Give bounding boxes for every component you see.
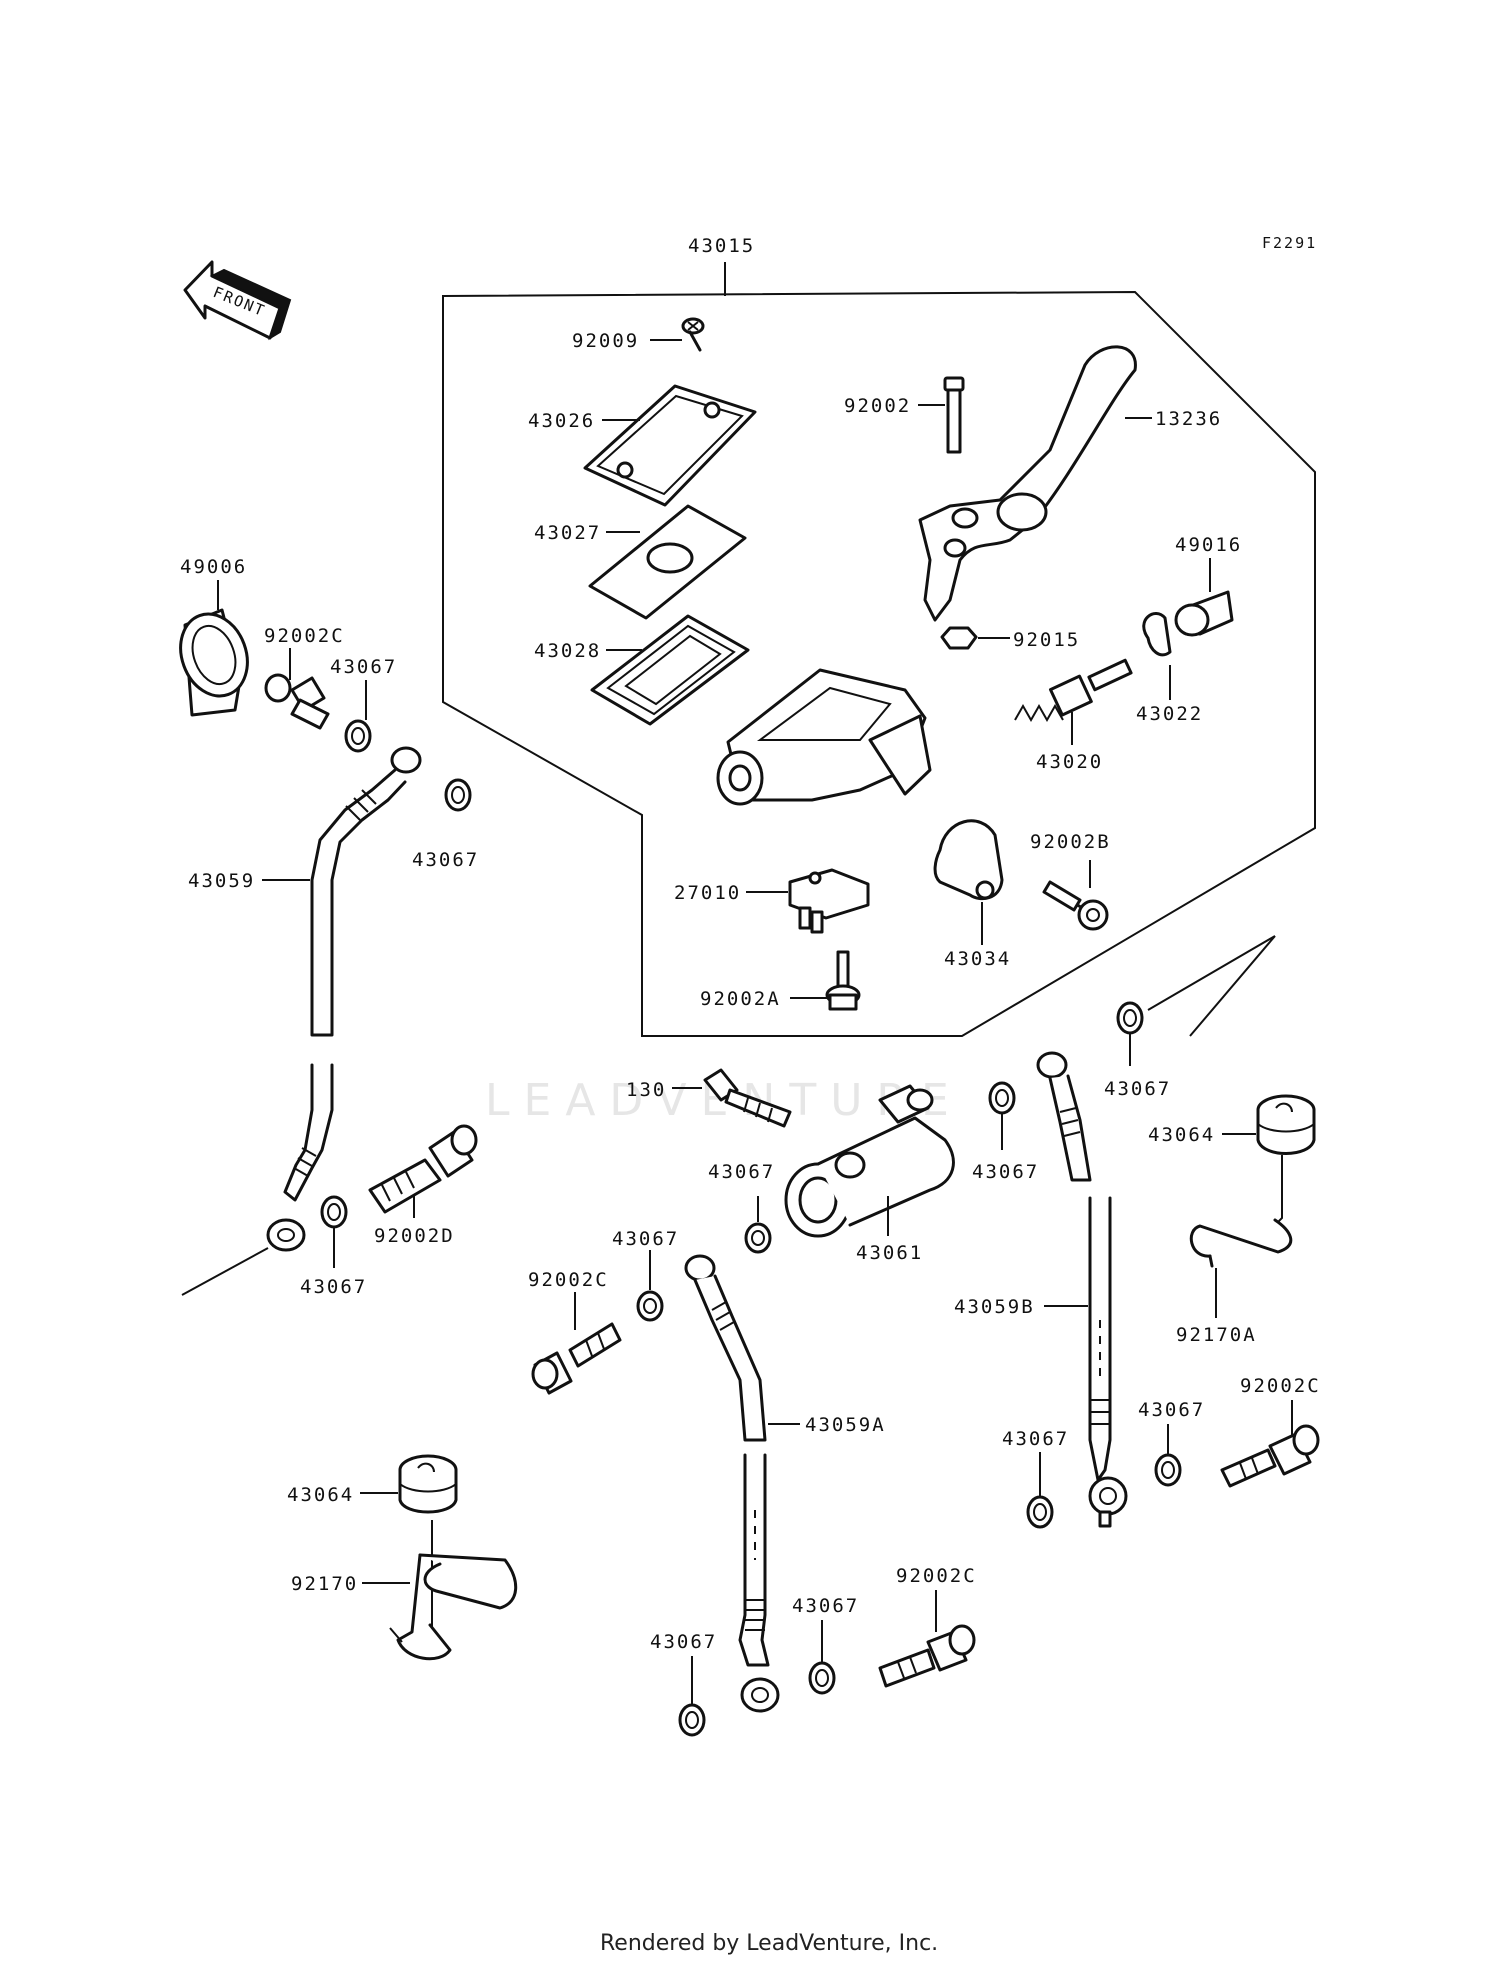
washer-43067-d <box>988 1081 1016 1115</box>
label-43022: 43022 <box>1136 703 1203 725</box>
label-92002C-b: 92002C <box>528 1269 609 1291</box>
screw-92002A <box>825 950 861 1011</box>
label-92015: 92015 <box>1013 629 1080 651</box>
banjo-bolt-92002C-right <box>1220 1424 1320 1488</box>
brake-lever-13236 <box>918 345 1137 622</box>
label-92002A: 92002A <box>700 988 781 1010</box>
boot-49006 <box>179 608 249 717</box>
clip-92170A <box>1189 1155 1293 1268</box>
bolt-92002D <box>368 1124 478 1214</box>
label-27010: 27010 <box>674 882 741 904</box>
label-92002C-a: 92002C <box>264 625 345 647</box>
label-43027: 43027 <box>534 522 601 544</box>
pivot-bolt-92002 <box>943 376 965 454</box>
brake-switch-27010 <box>788 868 870 934</box>
label-43067-c: 43067 <box>1104 1078 1171 1100</box>
label-130: 130 <box>626 1079 666 1101</box>
front-arrow-icon: FRONT <box>183 260 292 341</box>
label-92170A: 92170A <box>1176 1324 1257 1346</box>
label-43059: 43059 <box>188 870 255 892</box>
washer-43067-f <box>744 1222 772 1254</box>
grommet-43064-upper <box>1256 1094 1316 1155</box>
clip-92170 <box>389 1520 518 1661</box>
label-49016: 49016 <box>1175 534 1242 556</box>
label-92002C-d: 92002C <box>896 1565 977 1587</box>
label-43067-g: 43067 <box>300 1276 367 1298</box>
label-43015: 43015 <box>688 235 755 257</box>
brake-hose-43059 <box>266 746 422 1252</box>
label-92002C-c: 92002C <box>1240 1375 1321 1397</box>
reservoir-cap-43026 <box>583 384 757 507</box>
washer-43067-k <box>678 1703 706 1737</box>
nut-92015 <box>940 626 978 650</box>
washer-43067-b <box>444 778 472 812</box>
label-43067-i: 43067 <box>1002 1428 1069 1450</box>
screw-92009 <box>681 317 705 352</box>
label-13236: 13236 <box>1155 408 1222 430</box>
bolt-130 <box>703 1068 792 1128</box>
label-43067-k: 43067 <box>650 1631 717 1653</box>
clamp-43034 <box>933 819 1004 901</box>
banjo-bolt-92002C-lower <box>878 1624 976 1688</box>
label-92009: 92009 <box>572 330 639 352</box>
label-43034: 43034 <box>944 948 1011 970</box>
label-43061: 43061 <box>856 1242 923 1264</box>
footer-credit: Rendered by LeadVenture, Inc. <box>600 1931 938 1956</box>
washer-43067-g <box>636 1290 664 1322</box>
label-43059A: 43059A <box>805 1414 886 1436</box>
label-43067-e: 43067 <box>708 1161 775 1183</box>
washer-43067-i <box>1026 1495 1054 1529</box>
washer-43067-h <box>1154 1453 1182 1487</box>
label-43067-a: 43067 <box>330 656 397 678</box>
washer-43067-e <box>1116 1001 1144 1035</box>
label-43067-j: 43067 <box>792 1595 859 1617</box>
label-92170: 92170 <box>291 1573 358 1595</box>
label-43067-h: 43067 <box>1138 1399 1205 1421</box>
label-43064-b: 43064 <box>287 1484 354 1506</box>
label-43067-b: 43067 <box>412 849 479 871</box>
label-43064-a: 43064 <box>1148 1124 1215 1146</box>
piston-43020 <box>1014 658 1133 723</box>
diaphragm-43028 <box>590 614 750 726</box>
bolt-92002B <box>1042 880 1109 931</box>
label-43059B: 43059B <box>954 1296 1035 1318</box>
label-92002: 92002 <box>844 395 911 417</box>
washer-43067-a <box>344 719 372 753</box>
washer-43067-j <box>808 1661 836 1695</box>
kit-43015-outline <box>442 290 1316 1037</box>
label-49006: 49006 <box>180 556 247 578</box>
label-92002B: 92002B <box>1030 831 1111 853</box>
brake-hose-43059B <box>1036 1051 1128 1528</box>
label-43067-f: 43067 <box>612 1228 679 1250</box>
master-cylinder-body <box>716 668 932 806</box>
boot-49016 <box>1174 590 1234 637</box>
label-92002D: 92002D <box>374 1225 455 1247</box>
banjo-bolt-92002C-middle <box>531 1322 622 1395</box>
label-43020: 43020 <box>1036 751 1103 773</box>
circlip-43022 <box>1142 612 1172 657</box>
brake-hose-43059A <box>684 1254 780 1713</box>
banjo-bolt-92002C-upper <box>264 673 330 730</box>
label-43026: 43026 <box>528 410 595 432</box>
label-43067-d: 43067 <box>972 1161 1039 1183</box>
diaphragm-plate-43027 <box>588 504 747 620</box>
label-43028: 43028 <box>534 640 601 662</box>
washer-43067-c <box>320 1195 348 1229</box>
diagram-code: F2291 <box>1262 234 1317 252</box>
grommet-43064-lower <box>398 1454 458 1514</box>
reservoir-43061 <box>784 1084 955 1238</box>
